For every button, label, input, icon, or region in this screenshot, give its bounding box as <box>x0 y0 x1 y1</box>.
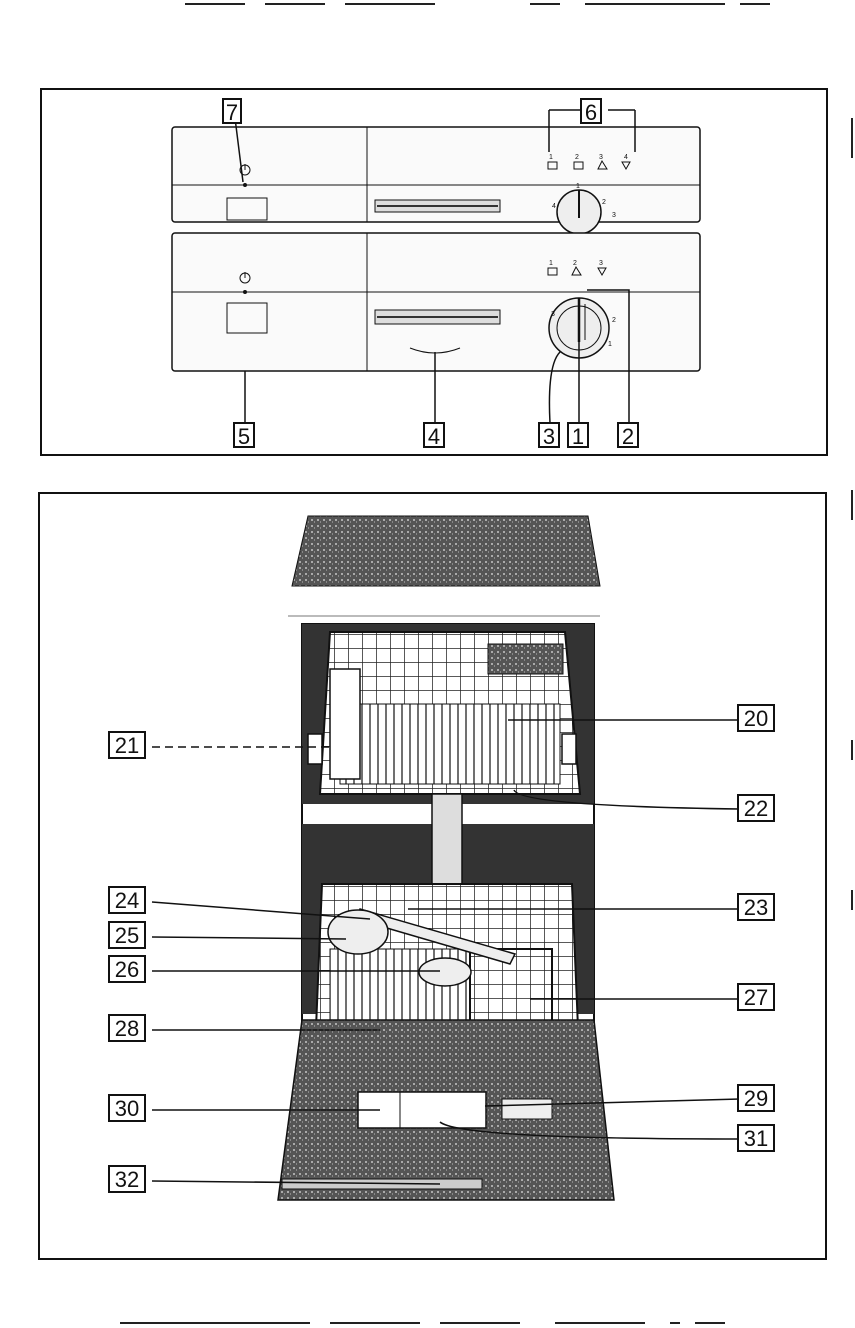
margin-mark <box>851 890 853 910</box>
callout-32: 32 <box>108 1165 146 1193</box>
callout-20: 20 <box>737 704 775 732</box>
svg-text:3: 3 <box>612 212 616 219</box>
control-panel-drawing: 1 2 3 4 4 1 2 3 1 2 3 3 2 1 <box>42 90 830 458</box>
margin-mark <box>851 490 853 520</box>
svg-text:2: 2 <box>612 317 616 324</box>
callout-24: 24 <box>108 886 146 914</box>
callout-4: 4 <box>423 422 445 448</box>
svg-text:1: 1 <box>576 183 580 190</box>
svg-text:4: 4 <box>552 203 556 210</box>
svg-text:1: 1 <box>608 341 612 348</box>
header-rule <box>585 3 725 5</box>
margin-mark <box>851 118 853 158</box>
svg-text:3: 3 <box>599 260 603 267</box>
worktop <box>292 516 600 586</box>
callout-23: 23 <box>737 893 775 921</box>
footer-rule <box>695 1322 725 1324</box>
margin-mark <box>851 740 853 760</box>
callout-21: 21 <box>108 731 146 759</box>
callout-26: 26 <box>108 955 146 983</box>
footer-rule <box>330 1322 420 1324</box>
callout-27: 27 <box>737 983 775 1011</box>
header-rule <box>185 3 245 5</box>
footer-rule <box>120 1322 310 1324</box>
callout-6: 6 <box>580 98 602 124</box>
callout-1: 1 <box>567 422 589 448</box>
header-rule <box>265 3 325 5</box>
svg-text:3: 3 <box>599 154 603 161</box>
callout-29: 29 <box>737 1084 775 1112</box>
callout-5: 5 <box>233 422 255 448</box>
svg-text:2: 2 <box>602 199 606 206</box>
svg-text:2: 2 <box>575 154 579 161</box>
svg-text:3: 3 <box>551 311 555 318</box>
footer-rule <box>555 1322 645 1324</box>
callout-7: 7 <box>222 98 242 124</box>
svg-text:1: 1 <box>549 260 553 267</box>
callout-28: 28 <box>108 1014 146 1042</box>
callout-31: 31 <box>737 1124 775 1152</box>
callout-30: 30 <box>108 1094 146 1122</box>
callout-22: 22 <box>737 794 775 822</box>
footer-rule <box>670 1322 680 1324</box>
control-panel-figure: 1 2 3 4 4 1 2 3 1 2 3 3 2 1 <box>40 88 828 456</box>
svg-text:2: 2 <box>573 260 577 267</box>
callout-2: 2 <box>617 422 639 448</box>
dishwasher-drawing <box>40 494 829 1262</box>
header-rule <box>740 3 770 5</box>
lower-control-panel <box>172 233 700 371</box>
footer-rule <box>440 1322 520 1324</box>
upper-basket <box>308 632 580 794</box>
svg-text:4: 4 <box>624 154 628 161</box>
header-rule <box>345 3 435 5</box>
dishwasher-interior-figure <box>38 492 827 1260</box>
header-rule <box>530 3 560 5</box>
svg-text:1: 1 <box>549 154 553 161</box>
callout-3: 3 <box>538 422 560 448</box>
upper-control-panel <box>172 127 700 234</box>
callout-25: 25 <box>108 921 146 949</box>
